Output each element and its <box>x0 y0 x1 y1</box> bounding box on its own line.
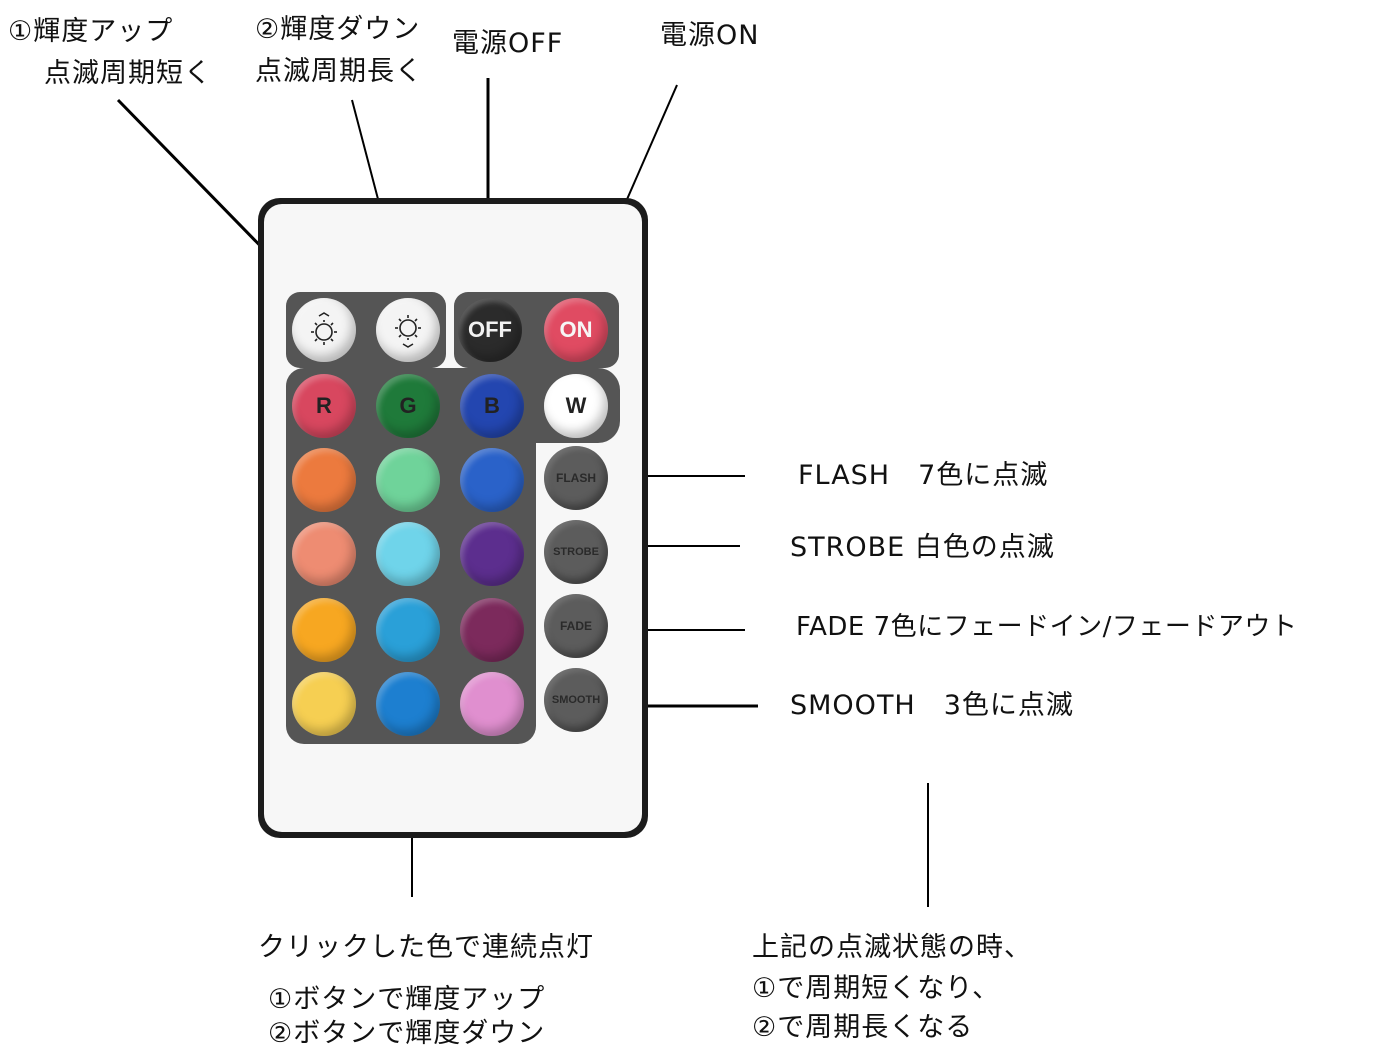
color-note-line-1: クリックした色で連続点灯 <box>258 932 594 963</box>
fade-description: FADE 7色にフェードイン/フェードアウト <box>796 612 1298 642</box>
brightness-up-button[interactable] <box>292 298 356 362</box>
flash-button[interactable]: FLASH <box>544 446 608 510</box>
power-off-button[interactable]: OFF <box>458 298 522 362</box>
strobe-button[interactable]: STROBE <box>544 520 608 584</box>
blink-note-line-1: 上記の点滅状態の時、 <box>752 932 1032 963</box>
smooth-button[interactable]: SMOOTH <box>544 668 608 732</box>
color-button-r2-c1[interactable] <box>292 522 356 586</box>
white-button[interactable]: W <box>544 374 608 438</box>
color-note-line-3: ②ボタンで輝度ダウン <box>268 1018 546 1049</box>
color-button-r3-c3[interactable] <box>460 598 524 662</box>
color-button-r4-c1[interactable] <box>292 672 356 736</box>
color-button-r4-c2[interactable] <box>376 672 440 736</box>
fade-button[interactable]: FADE <box>544 594 608 658</box>
power-off-label: 電源OFF <box>452 28 564 59</box>
color-button-r1-c2[interactable] <box>376 448 440 512</box>
color-button-r4-c3[interactable] <box>460 672 524 736</box>
red-button[interactable]: R <box>292 374 356 438</box>
bright-up-label-2: 点滅周期短く <box>44 58 212 89</box>
bright-down-label-2: 点滅周期長く <box>255 56 423 87</box>
color-button-r2-c3[interactable] <box>460 522 524 586</box>
blink-note-line-3: ②で周期長くなる <box>752 1012 974 1043</box>
color-button-r1-c3[interactable] <box>460 448 524 512</box>
bright-down-label-1: ②輝度ダウン <box>255 14 421 45</box>
green-button[interactable]: G <box>376 374 440 438</box>
color-button-r3-c2[interactable] <box>376 598 440 662</box>
bright-up-label-1: ①輝度アップ <box>8 16 174 47</box>
brightness-down-icon <box>395 315 421 348</box>
color-button-r1-c1[interactable] <box>292 448 356 512</box>
blue-button[interactable]: B <box>460 374 524 438</box>
smooth-description: SMOOTH 3色に点滅 <box>790 690 1074 721</box>
brightness-up-icon <box>311 312 337 345</box>
power-on-button[interactable]: ON <box>544 298 608 362</box>
strobe-description: STROBE 白色の点滅 <box>790 532 1055 563</box>
blink-note-line-2: ①で周期短くなり、 <box>752 973 1001 1004</box>
remote-control: OFF ON R G B W FLASH STROBE FADE SMOOTH <box>258 198 648 838</box>
flash-description: FLASH 7色に点滅 <box>798 460 1049 491</box>
color-button-r2-c2[interactable] <box>376 522 440 586</box>
power-on-label: 電源ON <box>660 20 760 51</box>
brightness-down-button[interactable] <box>376 298 440 362</box>
color-note-line-2: ①ボタンで輝度アップ <box>268 984 546 1015</box>
color-button-r3-c1[interactable] <box>292 598 356 662</box>
